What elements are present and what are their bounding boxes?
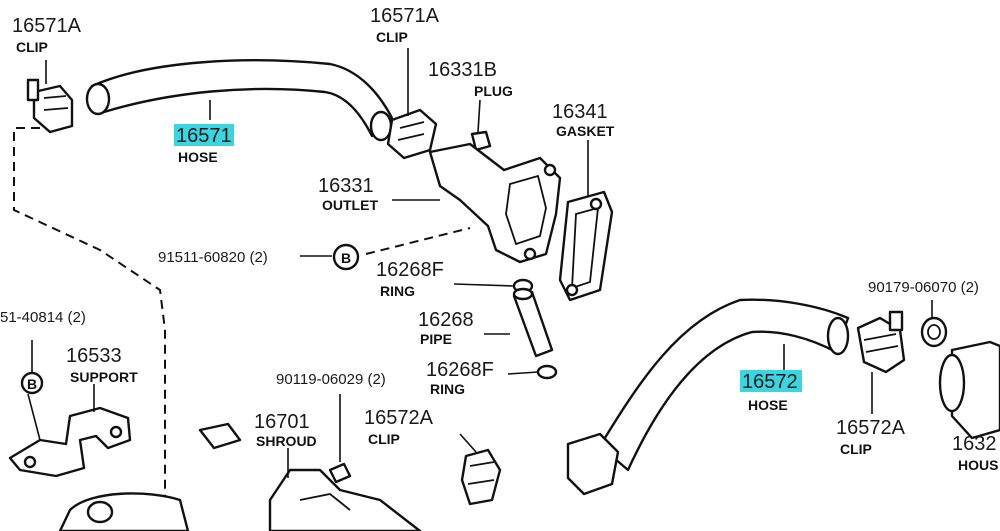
label-num-left-bolt: 51-40814 (2) — [0, 309, 86, 326]
lower-left-parts — [58, 492, 190, 531]
label-num-gasket-right: 90179-06070 (2) — [868, 279, 979, 296]
plug-part — [470, 130, 492, 152]
label-name-pipe: PIPE — [420, 331, 452, 347]
label-num-plug: 16331B — [428, 59, 497, 81]
label-num-clip-lower-right: 16572A — [836, 417, 906, 439]
housing-part — [938, 340, 1000, 440]
support-part — [8, 406, 132, 478]
leader-dashed-bolt — [365, 227, 471, 255]
label-num-clip-top-mid: 16571A — [370, 5, 440, 27]
highlight-hose-lower — [740, 370, 802, 392]
clip-lower-mid — [460, 448, 502, 506]
label-name-housing: HOUS — [958, 457, 998, 473]
label-name-outlet: OUTLET — [322, 197, 378, 213]
label-num-shroud: 16701 — [254, 411, 310, 433]
leader-dashed-left — [13, 127, 166, 500]
clip-lower-right — [856, 310, 906, 374]
label-name-hose-upper: HOSE — [178, 149, 218, 165]
label-num-support: 16533 — [66, 345, 122, 367]
label-num-screw: 90119-06029 (2) — [276, 371, 386, 388]
label-name-plug: PLUG — [474, 83, 513, 99]
label-name-clip-lower-mid: CLIP — [368, 431, 400, 447]
label-num-ring-lower: 16268F — [426, 359, 494, 381]
label-name-shroud: SHROUD — [256, 433, 317, 449]
label-badge-bolt: B — [341, 250, 351, 266]
pipe-part — [512, 287, 554, 358]
label-num-hose-upper: 16571 — [176, 125, 232, 147]
clip-top-mid — [386, 108, 438, 160]
lower-hose — [566, 298, 850, 496]
shroud-part — [198, 422, 422, 531]
label-num-clip-lower-mid: 16572A — [364, 407, 434, 429]
label-num-bolt: 91511-60820 (2) — [158, 249, 268, 266]
label-num-clip-top-left: 16571A — [12, 15, 82, 37]
gasket-part — [558, 190, 614, 302]
label-name-clip-top-mid: CLIP — [376, 29, 408, 45]
upper-hose — [85, 59, 394, 142]
label-name-hose-lower: HOSE — [748, 397, 788, 413]
label-name-gasket: GASKET — [556, 123, 615, 139]
bolt-b-badge — [332, 243, 360, 271]
bolt-b-left — [20, 371, 44, 395]
clip-top-left — [26, 78, 74, 134]
screw-part — [328, 462, 352, 484]
label-name-clip-top-left: CLIP — [16, 39, 48, 55]
label-num-housing: 1632 — [952, 433, 997, 455]
leader-lines — [27, 48, 933, 478]
highlight-hose-upper — [174, 124, 234, 146]
label-num-gasket: 16341 — [552, 101, 608, 123]
label-name-ring-lower: RING — [430, 381, 465, 397]
ring-lower-part — [536, 364, 558, 380]
label-num-outlet: 16331 — [318, 175, 374, 197]
label-badge-left-bolt: B — [27, 376, 37, 392]
gasket-right-part — [920, 316, 948, 348]
label-name-support: SUPPORT — [70, 369, 138, 385]
label-name-ring-upper: RING — [380, 283, 415, 299]
label-num-hose-lower: 16572 — [742, 371, 798, 393]
label-num-ring-upper: 16268F — [376, 259, 444, 281]
outlet-part — [428, 142, 562, 264]
label-name-clip-lower-right: CLIP — [840, 441, 872, 457]
label-num-pipe: 16268 — [418, 309, 474, 331]
